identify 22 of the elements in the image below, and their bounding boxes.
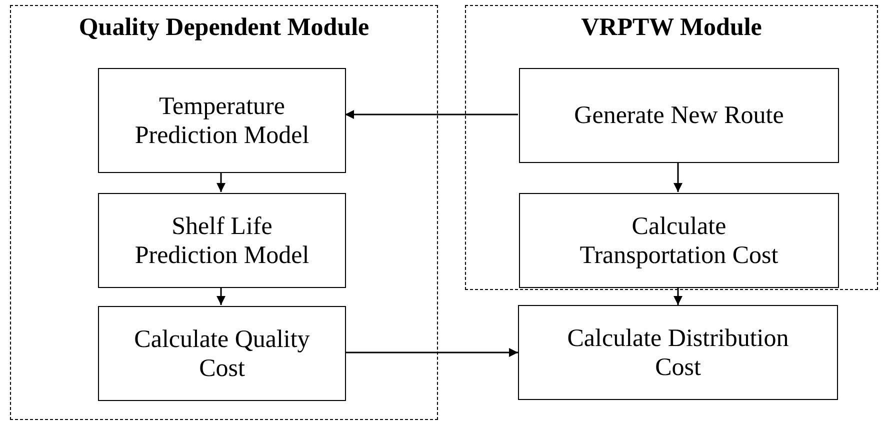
module-heading: Quality Dependent Module bbox=[78, 14, 370, 42]
arrow bbox=[674, 287, 682, 305]
process-box bbox=[98, 306, 346, 401]
box-label: Calculate Distribution Cost bbox=[566, 324, 790, 382]
process-box bbox=[519, 193, 839, 288]
box-label: Generate New Route bbox=[573, 101, 785, 130]
process-box bbox=[518, 305, 838, 400]
module-container bbox=[465, 5, 878, 290]
arrow bbox=[216, 172, 226, 192]
process-box bbox=[98, 193, 346, 288]
box-label: Shelf Life Prediction Model bbox=[134, 212, 310, 270]
arrow bbox=[216, 287, 226, 305]
module-container bbox=[10, 5, 438, 420]
arrow bbox=[345, 110, 518, 119]
box-label: Temperature Prediction Model bbox=[134, 92, 310, 150]
box-label: Calculate Quality Cost bbox=[133, 324, 311, 382]
arrow bbox=[345, 348, 518, 357]
arrow bbox=[674, 162, 682, 192]
process-box bbox=[98, 68, 346, 173]
process-box bbox=[519, 68, 839, 163]
box-label: Calculate Transportation Cost bbox=[578, 212, 780, 270]
module-heading: VRPTW Module bbox=[580, 14, 763, 42]
